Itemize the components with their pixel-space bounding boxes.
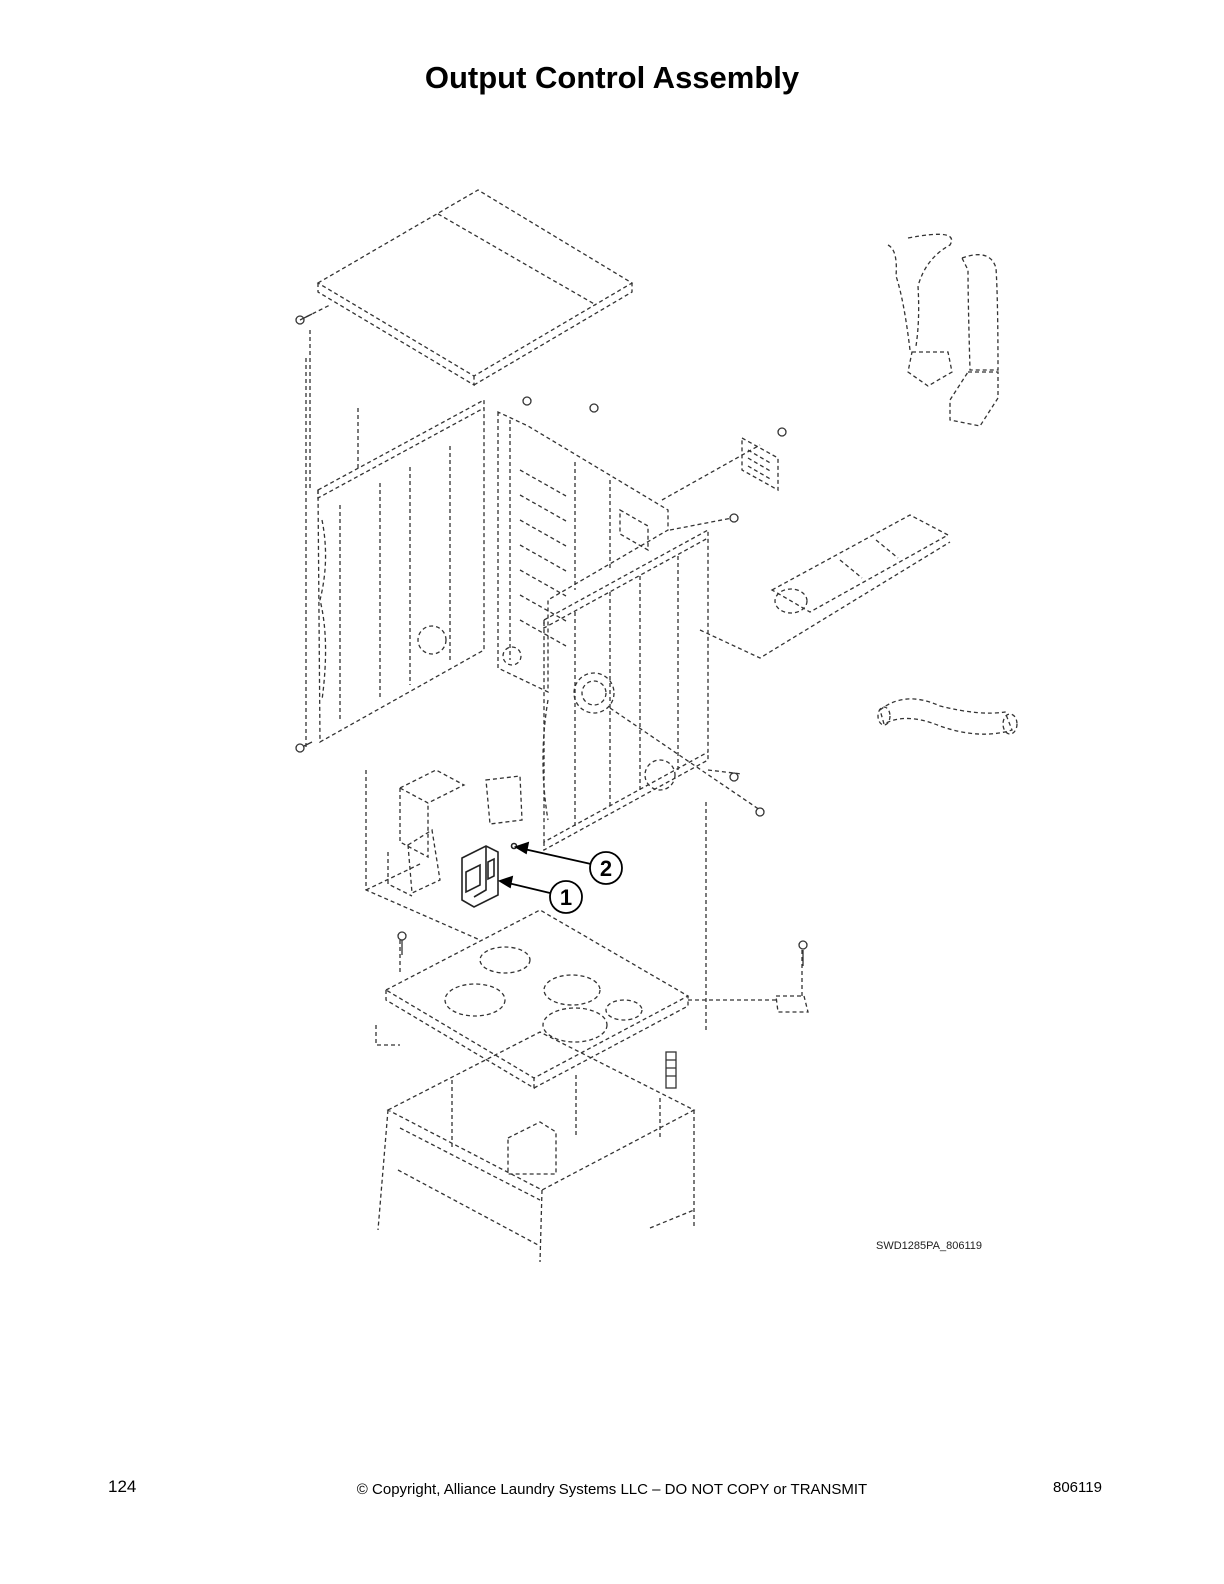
screw-icon — [295, 741, 313, 753]
callout-1: 1 — [549, 880, 583, 914]
bolt-icon — [798, 940, 808, 966]
drawing-id: SWD1285PA_806119 — [876, 1240, 982, 1252]
screw-icon — [777, 427, 787, 437]
screw-icon — [755, 807, 765, 817]
bolt-icon — [397, 931, 407, 955]
screw-icon — [729, 513, 739, 523]
svg-text:1: 1 — [560, 885, 572, 910]
output-control-module — [461, 842, 518, 908]
screw-icon — [589, 403, 599, 413]
drain-hose-top — [887, 233, 999, 427]
exhaust-duct — [770, 514, 950, 614]
drain-hose-bottom — [877, 698, 1018, 735]
callout-leaders — [497, 841, 592, 894]
cabinet-base — [377, 1031, 696, 1263]
base-plate — [375, 800, 809, 1090]
left-side-panel — [309, 330, 485, 744]
page-number: 124 — [108, 1477, 137, 1496]
page-title: Output Control Assembly — [424, 60, 800, 95]
callout-2: 2 — [589, 851, 623, 885]
right-side-panel — [542, 528, 709, 852]
top-cover-panel — [299, 189, 634, 387]
back-frame-panel — [497, 410, 669, 694]
control-mounting-brackets — [365, 769, 523, 941]
leveling-leg-icon — [665, 1051, 677, 1089]
screw-icon — [522, 396, 532, 406]
screw-icon — [729, 772, 739, 782]
svg-text:2: 2 — [600, 856, 612, 881]
vent-grille — [741, 436, 779, 492]
copyright-notice: © Copyright, Alliance Laundry Systems LL… — [356, 1481, 868, 1498]
screw-icon — [295, 313, 313, 325]
document-number: 806119 — [1053, 1479, 1102, 1496]
